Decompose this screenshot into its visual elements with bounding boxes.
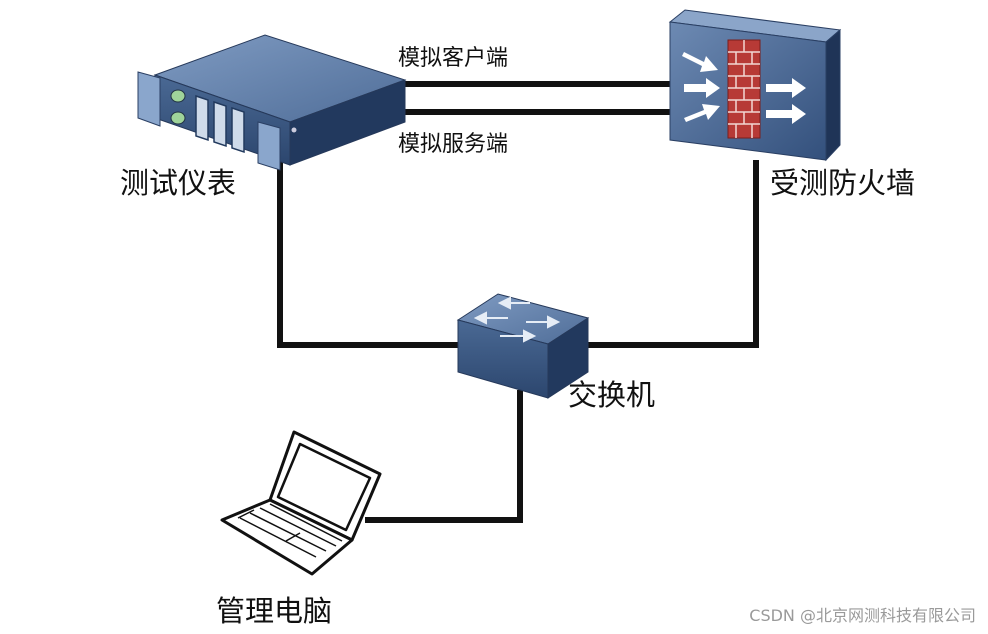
brick-wall <box>727 39 761 139</box>
link-tester-switch <box>277 160 470 348</box>
label-tester: 测试仪表 <box>120 166 237 200</box>
watermark: CSDN @北京网测科技有限公司 <box>749 606 976 625</box>
connection-lines <box>277 81 759 523</box>
laptop-icon <box>220 430 382 576</box>
firewall-icon <box>668 9 842 162</box>
switch-icon <box>456 293 590 399</box>
label-pc: 管理电脑 <box>216 594 333 628</box>
traffic-arrows <box>682 52 806 124</box>
link-switch-pc <box>365 390 523 523</box>
link-firewall-switch <box>580 160 759 348</box>
label-firewall: 受测防火墙 <box>770 166 916 200</box>
label-server: 模拟服务端 <box>398 132 509 157</box>
label-switch: 交换机 <box>568 378 656 412</box>
server-icon <box>137 34 407 171</box>
label-client: 模拟客户端 <box>398 46 509 71</box>
